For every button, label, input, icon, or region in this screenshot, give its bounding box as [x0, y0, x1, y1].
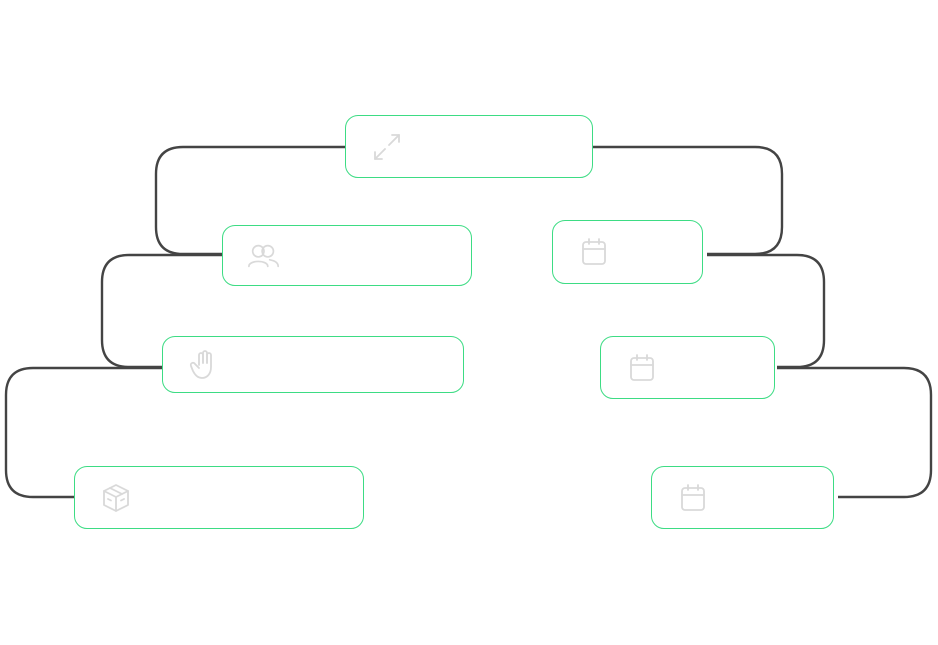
connector-root-cal1 — [593, 145, 784, 256]
connector-root-team — [154, 145, 345, 256]
calendar-icon — [676, 481, 710, 515]
users-icon — [247, 239, 281, 273]
node-calendar-2 — [600, 336, 775, 399]
expand-arrows-icon — [370, 130, 404, 164]
node-calendar-1 — [552, 220, 703, 284]
connector-hand-box — [4, 366, 162, 499]
connector-team-hand — [100, 253, 222, 369]
node-hand — [162, 336, 464, 393]
calendar-icon — [577, 235, 611, 269]
node-team — [222, 225, 472, 286]
connector-cal2-cal3 — [777, 366, 933, 499]
connector-cal1-cal2 — [707, 253, 826, 369]
node-box — [74, 466, 364, 529]
hand-icon — [187, 348, 221, 382]
calendar-icon — [625, 351, 659, 385]
node-calendar-3 — [651, 466, 834, 529]
box-icon — [99, 481, 133, 515]
node-root — [345, 115, 593, 178]
